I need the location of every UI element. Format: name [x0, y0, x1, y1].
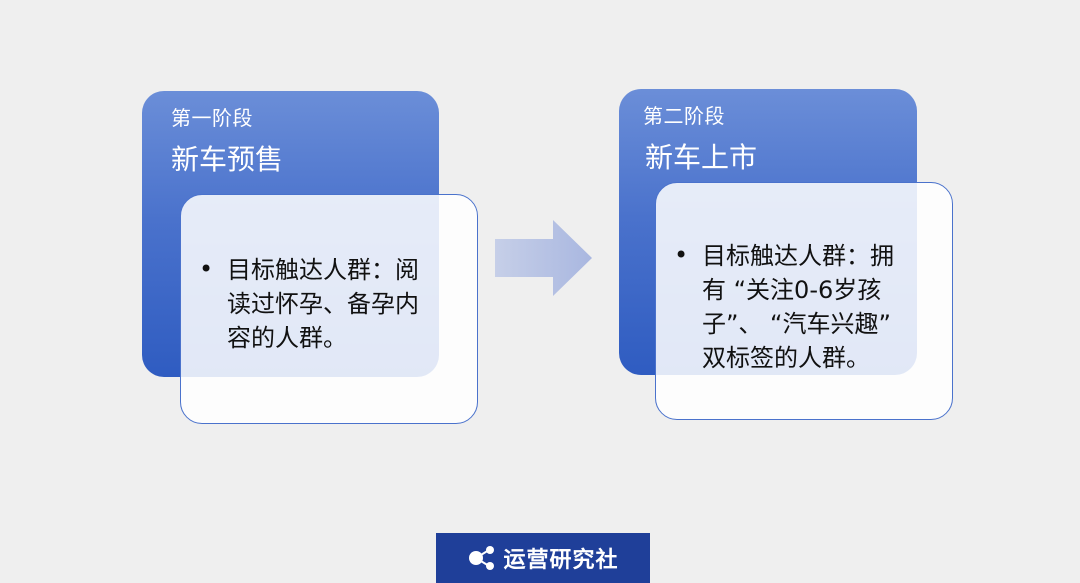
stage-2-detail-line: 目标触达人群：拥	[702, 242, 894, 270]
stage-1-bullet: •	[199, 255, 214, 283]
stage-2-detail-text: 目标触达人群：拥 有 “关注0-6岁孩 子”、 “汽车兴趣” 双标签的人群。	[702, 239, 894, 375]
stage-2-detail-box: • 目标触达人群：拥 有 “关注0-6岁孩 子”、 “汽车兴趣” 双标签的人群。	[655, 182, 953, 420]
stage-1-detail-line: 容的人群。	[227, 324, 347, 352]
stage-2-detail-line: 有 “关注0-6岁孩	[702, 276, 882, 304]
stage-2-title: 新车上市	[645, 141, 758, 174]
stage-1-title: 新车预售	[171, 143, 284, 176]
stage-2-label: 第二阶段	[643, 104, 725, 128]
brand-logo-text: 运营研究社	[503, 548, 619, 573]
stage-2-detail-line: 双标签的人群。	[702, 344, 870, 372]
brand-logo: 运营研究社	[436, 533, 650, 583]
stage-2-bullet: •	[674, 241, 689, 269]
right-arrow-icon	[495, 220, 592, 296]
stage-1-detail-box: • 目标触达人群：阅 读过怀孕、备孕内 容的人群。	[180, 194, 478, 424]
stage-1-detail-line: 目标触达人群：阅	[227, 256, 419, 284]
stage-1-detail-text: 目标触达人群：阅 读过怀孕、备孕内 容的人群。	[227, 253, 419, 355]
stage-1-label: 第一阶段	[171, 106, 253, 130]
stage-2-detail-line: 子”、 “汽车兴趣”	[702, 310, 891, 338]
stage-1-detail-line: 读过怀孕、备孕内	[227, 290, 419, 318]
molecule-icon	[469, 546, 495, 570]
